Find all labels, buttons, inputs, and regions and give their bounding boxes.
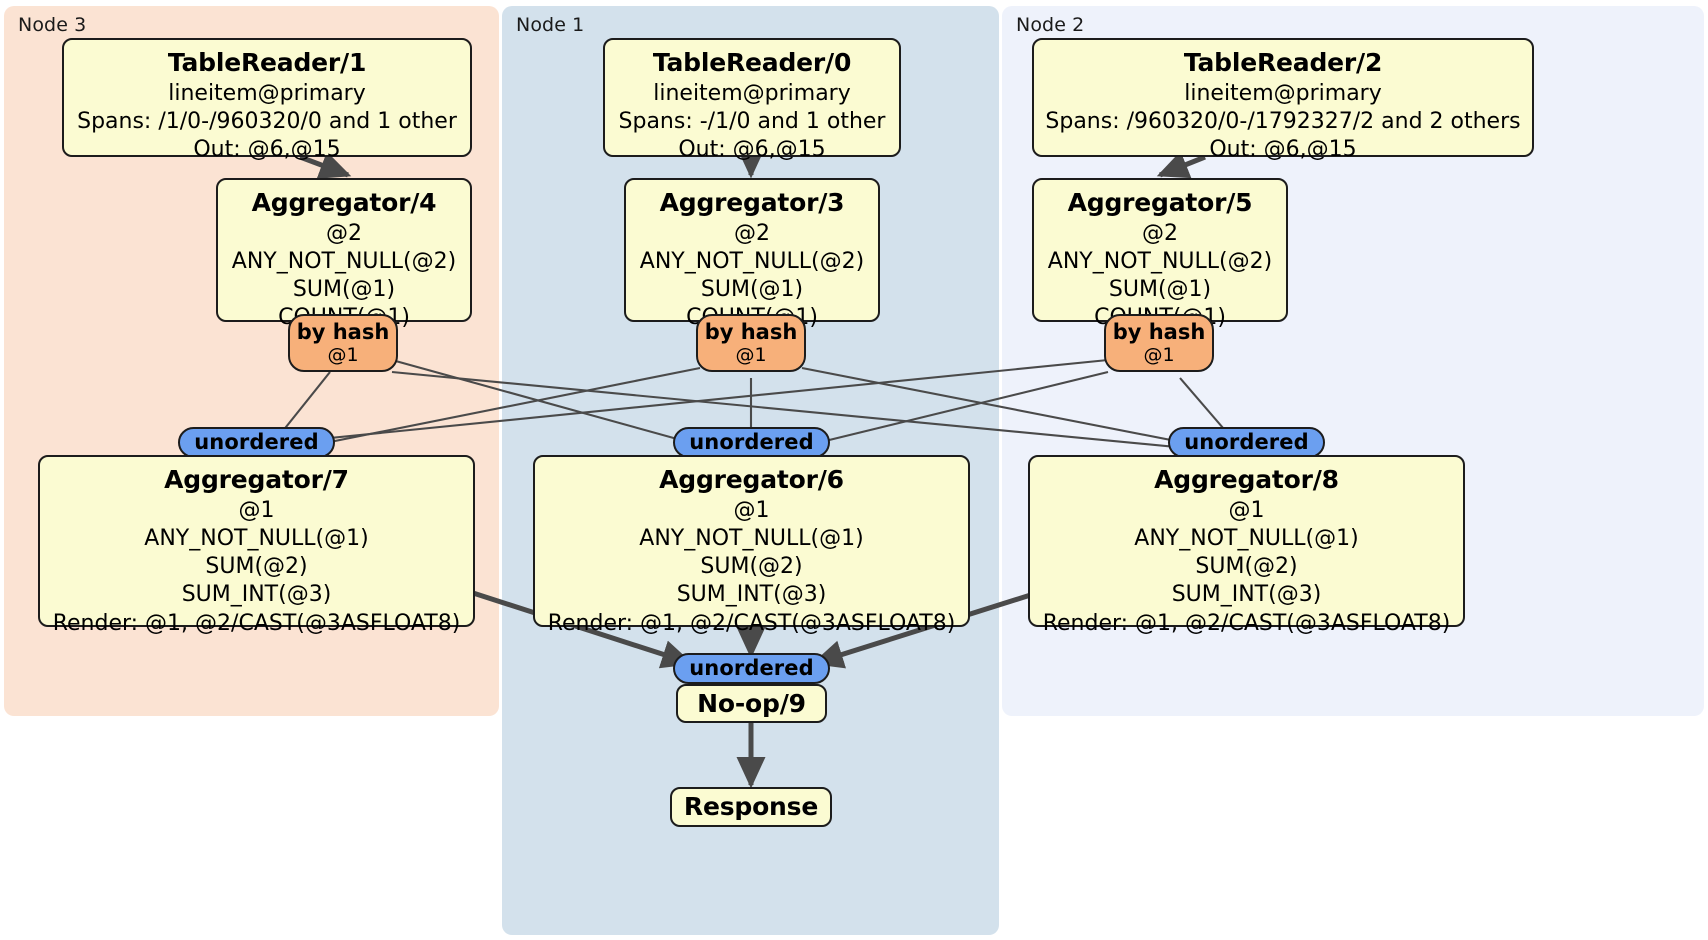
processor-detail-render: Render: @1, @2/CAST(@3ASFLOAT8): [52, 610, 461, 636]
unordered-synchronizer-right[interactable]: unordered: [1168, 427, 1325, 458]
processor-detail-groupcol: @1: [1228, 498, 1265, 523]
processor-title: Aggregator/3: [659, 188, 845, 217]
processor-table-reader-1[interactable]: TableReader/1 lineitem@primary Spans: /1…: [62, 38, 472, 162]
processor-detail-agg-3: SUM_INT(@3): [1171, 582, 1322, 608]
processor-detail-agg-3: SUM_INT(@3): [181, 582, 332, 608]
hash-router-right[interactable]: by hash @1: [1104, 314, 1214, 372]
processor-table-reader-2[interactable]: TableReader/2 lineitem@primary Spans: /9…: [1032, 38, 1534, 162]
processor-detail-groupcol: @2: [326, 221, 362, 246]
processor-detail-agg-1: ANY_NOT_NULL(@2): [1047, 249, 1273, 275]
processor-detail-agg-1: ANY_NOT_NULL(@2): [231, 249, 457, 275]
hash-router-label: by hash: [296, 320, 390, 344]
processor-detail-agg-1: ANY_NOT_NULL(@2): [639, 249, 865, 275]
processor-detail-agg-3: SUM_INT(@3): [676, 582, 827, 608]
hash-router-left[interactable]: by hash @1: [288, 314, 398, 372]
processor-detail-spans: Spans: -/1/0 and 1 other: [618, 109, 886, 135]
processor-aggregator-6[interactable]: Aggregator/6 @1 ANY_NOT_NULL(@1) SUM(@2)…: [533, 455, 970, 636]
processor-title: TableReader/0: [652, 48, 852, 77]
processor-detail-out: Out: @6,@15: [1209, 137, 1357, 163]
unordered-synchronizer-final[interactable]: unordered: [673, 653, 830, 684]
processor-detail-agg-1: ANY_NOT_NULL(@1): [144, 526, 369, 552]
processor-detail-agg-2: SUM(@2): [700, 554, 803, 580]
processor-aggregator-7[interactable]: Aggregator/7 @1 ANY_NOT_NULL(@1) SUM(@2)…: [38, 455, 475, 636]
unordered-synchronizer-center[interactable]: unordered: [673, 427, 830, 458]
processor-title: TableReader/2: [1183, 48, 1383, 77]
hash-router-label: by hash: [1112, 320, 1206, 344]
processor-aggregator-4[interactable]: Aggregator/4 @2 ANY_NOT_NULL(@2) SUM(@1)…: [216, 178, 472, 330]
unordered-synchronizer-label: unordered: [689, 656, 814, 681]
processor-aggregator-8[interactable]: Aggregator/8 @1 ANY_NOT_NULL(@1) SUM(@2)…: [1028, 455, 1465, 636]
processor-detail-agg-1: ANY_NOT_NULL(@1): [639, 526, 864, 552]
processor-title: No-op/9: [697, 688, 806, 718]
node-group-label-node-2: Node 2: [1016, 14, 1085, 36]
processor-detail-spans: Spans: /960320/0-/1792327/2 and 2 others: [1045, 109, 1521, 135]
processor-detail-agg-2: SUM(@1): [700, 277, 804, 303]
unordered-synchronizer-left[interactable]: unordered: [178, 427, 335, 458]
processor-aggregator-5[interactable]: Aggregator/5 @2 ANY_NOT_NULL(@2) SUM(@1)…: [1032, 178, 1288, 330]
processor-detail-groupcol: @2: [1142, 221, 1178, 246]
hash-router-center[interactable]: by hash @1: [696, 314, 806, 372]
processor-title: TableReader/1: [167, 48, 367, 77]
processor-detail-table: lineitem@primary: [168, 81, 366, 106]
processor-aggregator-3[interactable]: Aggregator/3 @2 ANY_NOT_NULL(@2) SUM(@1)…: [624, 178, 880, 330]
hash-router-column: @1: [327, 344, 359, 367]
processor-no-op-9[interactable]: No-op/9: [676, 684, 827, 723]
processor-detail-out: Out: @6,@15: [678, 137, 826, 163]
processor-detail-agg-2: SUM(@2): [1195, 554, 1298, 580]
processor-detail-agg-2: SUM(@2): [205, 554, 308, 580]
processor-response[interactable]: Response: [670, 787, 832, 827]
processor-detail-groupcol: @1: [238, 498, 275, 523]
processor-detail-agg-2: SUM(@1): [292, 277, 396, 303]
processor-detail-table: lineitem@primary: [1184, 81, 1382, 106]
processor-title: Aggregator/8: [1154, 465, 1339, 494]
processor-detail-groupcol: @1: [733, 498, 770, 523]
processor-detail-agg-1: ANY_NOT_NULL(@1): [1134, 526, 1359, 552]
processor-title: Response: [683, 792, 819, 821]
processor-detail-out: Out: @6,@15: [193, 137, 341, 163]
unordered-synchronizer-label: unordered: [1184, 430, 1309, 455]
processor-table-reader-0[interactable]: TableReader/0 lineitem@primary Spans: -/…: [603, 38, 901, 162]
unordered-synchronizer-label: unordered: [194, 430, 319, 455]
processor-detail-groupcol: @2: [734, 221, 770, 246]
node-group-label-node-3: Node 3: [18, 14, 87, 36]
processor-title: Aggregator/4: [251, 188, 437, 217]
processor-detail-table: lineitem@primary: [653, 81, 851, 106]
node-group-label-node-1: Node 1: [516, 14, 585, 36]
processor-detail-render: Render: @1, @2/CAST(@3ASFLOAT8): [547, 610, 956, 636]
processor-detail-render: Render: @1, @2/CAST(@3ASFLOAT8): [1042, 610, 1451, 636]
hash-router-column: @1: [735, 344, 767, 367]
processor-title: Aggregator/7: [164, 465, 349, 494]
processor-detail-agg-2: SUM(@1): [1108, 277, 1212, 303]
unordered-synchronizer-label: unordered: [689, 430, 814, 455]
processor-title: Aggregator/5: [1067, 188, 1253, 217]
processor-detail-spans: Spans: /1/0-/960320/0 and 1 other: [77, 109, 457, 135]
hash-router-column: @1: [1143, 344, 1175, 367]
hash-router-label: by hash: [704, 320, 798, 344]
processor-title: Aggregator/6: [659, 465, 844, 494]
